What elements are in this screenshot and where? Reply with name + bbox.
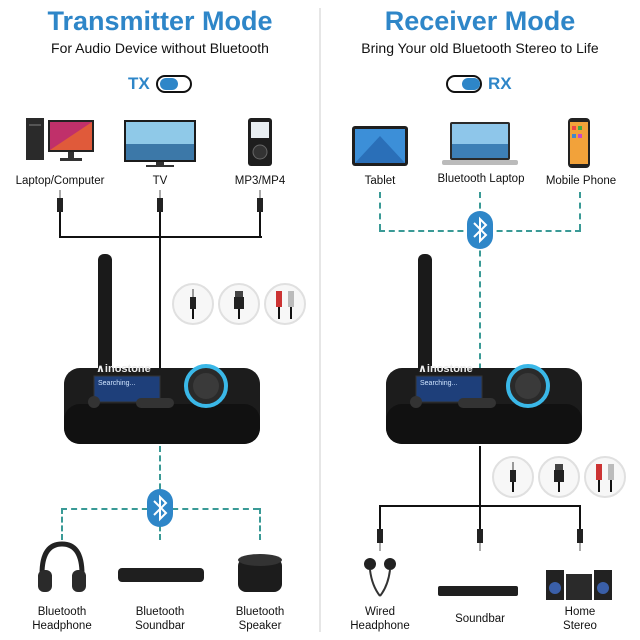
- rx-main-cable: [479, 446, 481, 506]
- bluetooth-icon: [467, 211, 493, 249]
- aux-jack-icon: [576, 505, 584, 551]
- rx-device-brand: ∧inostone: [418, 363, 473, 375]
- output-label-line1: Bluetooth: [235, 606, 285, 618]
- mp3-player-icon: [246, 116, 274, 168]
- rx-device: [384, 252, 584, 446]
- source-label-phone: Mobile Phone: [545, 175, 617, 187]
- transmitter-title: Transmitter Mode: [47, 6, 273, 36]
- speaker-icon: [236, 552, 284, 594]
- tx-device: [62, 252, 262, 446]
- output-label-soundbar: Bluetooth Soundbar: [120, 605, 200, 633]
- tx-device-brand: ∧inostone: [96, 363, 151, 375]
- tx-bt-drop-3: [259, 508, 261, 540]
- laptop-icon: [440, 120, 520, 168]
- rx-mode-label: RX: [488, 74, 512, 93]
- output-label-line2: Soundbar: [135, 620, 185, 632]
- tv-icon: [122, 118, 198, 168]
- source-label-tablet: Tablet: [364, 175, 396, 187]
- tx-mode-label: TX: [128, 74, 150, 93]
- tx-device-screen: Searching...: [98, 380, 136, 387]
- tx-main-cable: [159, 236, 161, 386]
- rx-toggle-knob: [462, 78, 480, 90]
- rca-connector-icon: [584, 456, 626, 498]
- source-label-mp3: MP3/MP4: [234, 175, 286, 187]
- receiver-title: Receiver Mode: [384, 6, 576, 36]
- optical-connector-icon: [218, 283, 260, 325]
- output-label-line2: Stereo: [563, 620, 597, 632]
- output-label-line2: Headphone: [350, 620, 410, 632]
- source-label-laptop: Bluetooth Laptop: [437, 173, 525, 185]
- output-label-home-stereo: Home Stereo: [540, 605, 620, 633]
- output-label-line1: Home: [564, 606, 596, 618]
- home-stereo-icon: [544, 566, 614, 602]
- output-label-line1: Bluetooth: [37, 606, 87, 618]
- output-label-line2: Headphone: [32, 620, 92, 632]
- source-label-tv: TV: [152, 175, 168, 187]
- rca-connector-icon: [264, 283, 306, 325]
- tx-toggle[interactable]: [156, 75, 192, 93]
- output-label-line2: Speaker: [238, 620, 282, 632]
- tx-bt-drop-1: [61, 508, 63, 540]
- mobile-phone-icon: [566, 116, 592, 170]
- aux-jack-icon: [56, 190, 64, 236]
- aux-jack-icon: [476, 505, 484, 551]
- output-label-headphone: Bluetooth Headphone: [22, 605, 102, 633]
- center-divider: [319, 8, 321, 632]
- rx-bt-drop-1: [379, 192, 381, 230]
- rx-device-screen: Searching...: [420, 380, 458, 387]
- output-label-line1: Wired: [364, 606, 396, 618]
- rx-bt-drop-3: [579, 192, 581, 230]
- output-label-line1: Soundbar: [455, 613, 505, 625]
- rx-bt-link: [479, 230, 481, 390]
- optical-connector-icon: [538, 456, 580, 498]
- output-label-soundbar: Soundbar: [440, 612, 520, 626]
- rx-toggle[interactable]: [446, 75, 482, 93]
- aux-jack-icon: [156, 190, 164, 236]
- tablet-icon: [350, 124, 410, 168]
- aux-connector-ring: [492, 456, 534, 498]
- source-label-computer: Laptop/Computer: [15, 175, 105, 187]
- output-label-speaker: Bluetooth Speaker: [220, 605, 300, 633]
- soundbar-icon: [436, 584, 520, 598]
- output-label-wired-headphone: Wired Headphone: [340, 605, 420, 633]
- transmitter-subtitle: For Audio Device without Bluetooth: [51, 40, 269, 56]
- earphones-icon: [360, 556, 400, 600]
- desktop-computer-icon: [22, 116, 100, 166]
- receiver-subtitle: Bring Your old Bluetooth Stereo to Life: [361, 40, 599, 56]
- tx-toggle-knob: [160, 78, 178, 90]
- headphone-icon: [36, 540, 88, 596]
- tx-bt-link: [159, 446, 161, 508]
- aux-jack-icon: [376, 505, 384, 551]
- soundbar-icon: [116, 566, 206, 584]
- aux-connector-ring: [172, 283, 214, 325]
- aux-jack-icon: [256, 190, 264, 236]
- bluetooth-icon: [147, 489, 173, 527]
- output-label-line1: Bluetooth: [135, 606, 185, 618]
